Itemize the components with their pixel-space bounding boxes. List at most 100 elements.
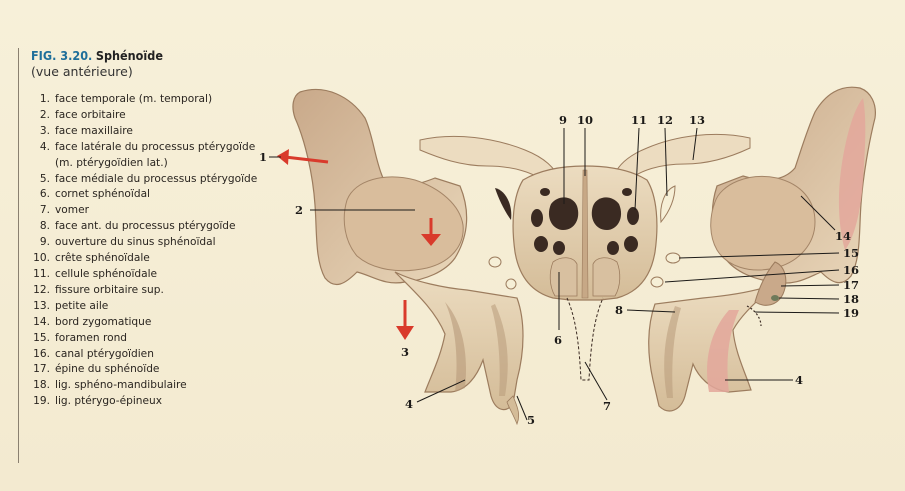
callout-16: 16 (843, 263, 859, 277)
left-sphenoid-cell-3 (553, 241, 565, 255)
right-orbital-surface (710, 176, 816, 271)
legend-item-text: cornet sphénoïdal (55, 188, 151, 201)
legend-item: 10.crête sphénoïdale (31, 251, 263, 267)
left-foramen-rotundum (488, 256, 502, 268)
legend-item-number: 18. (33, 379, 50, 392)
right-sphenoid-spine (754, 261, 787, 306)
legend-item: 1.face temporale (m. temporal) (31, 92, 263, 108)
figure-number: FIG. 3.20. (31, 48, 93, 63)
legend-item-text: foramen rond (55, 331, 128, 344)
callout-12: 12 (657, 113, 673, 127)
legend-item-text: fissure orbitaire sup. (55, 283, 164, 296)
legend-item-number: 3. (39, 124, 50, 137)
legend-item-number: 16. (33, 347, 50, 360)
callout-17: 17 (843, 278, 859, 292)
leader-12 (664, 127, 668, 197)
legend-item: 15.foramen rond (31, 331, 263, 347)
legend-item-text: vomer (55, 204, 89, 217)
leader-13 (692, 127, 698, 161)
left-hamulus (506, 395, 520, 426)
legend-item-number: 6. (39, 188, 50, 201)
leader-5 (516, 395, 528, 421)
leader-8 (626, 309, 676, 313)
right-sinus-opening (591, 197, 622, 230)
leader-11 (634, 127, 640, 211)
legend-item-number: 13. (33, 299, 50, 312)
legend-item-text: ouverture du sinus sphénoïdal (55, 236, 216, 249)
legend-item: 5.face médiale du processus ptérygoïde (31, 172, 263, 188)
right-foramen-rotundum (665, 252, 681, 264)
legend-item: 18. lig. sphéno-mandibulaire (31, 378, 263, 394)
callout-6: 6 (554, 333, 562, 347)
left-sphenoid-cell-1 (531, 209, 543, 227)
right-pterygoid-canal (650, 276, 664, 288)
sphenoid-illustration: 1 2 3 4 4 5 6 7 8 9 10 11 12 13 14 15 16… (259, 86, 876, 427)
callout-4-right: 4 (795, 373, 803, 387)
leader-16 (664, 269, 840, 283)
legend-item: 16.canal ptérygoïdien (31, 347, 263, 363)
legend-item-number: 14. (33, 315, 50, 328)
legend-item: 7. vomer (31, 203, 263, 219)
left-superior-orbital-fissure (495, 188, 512, 220)
legend-item-text: face maxillaire (55, 124, 133, 137)
callout-9: 9 (559, 113, 567, 127)
callout-8: 8 (615, 303, 623, 317)
left-sphenoidal-concha (549, 257, 578, 297)
legend-item-number: 1. (39, 93, 50, 105)
legend-item-number: 5. (39, 172, 50, 185)
leader-15 (678, 252, 840, 259)
legend-item: 17.épine du sphénoïde (31, 362, 263, 378)
legend-item: 3. face maxillaire (31, 124, 263, 140)
legend-item: 11. cellule sphénoïdale (31, 267, 263, 283)
right-superior-orbital-fissure (660, 185, 676, 224)
spheno-mandibular-ligament (771, 295, 779, 301)
leader-17 (780, 284, 840, 287)
right-body-cell-top (622, 188, 632, 196)
legend-item-number: 11. (33, 267, 50, 280)
legend-item-number: 7. (39, 204, 50, 217)
sphenoidal-crest (581, 169, 589, 299)
legend-list: 1.face temporale (m. temporal)2.face orb… (31, 92, 263, 410)
legend-item-text: bord zygomatique (55, 315, 152, 328)
leader-7 (584, 361, 608, 401)
legend-item: 14. bord zygomatique (31, 315, 263, 331)
right-lateral-plate-area (707, 310, 739, 392)
left-sinus-opening (548, 197, 579, 230)
callout-3: 3 (401, 345, 409, 359)
leader-19 (754, 311, 840, 314)
callout-11: 11 (631, 113, 647, 127)
legend-item-number: 19. (33, 395, 50, 408)
legend-item: 12.fissure orbitaire sup. (31, 283, 263, 299)
legend-item-text: crête sphénoïdale (55, 252, 150, 265)
legend-item-text: face latérale du processus ptérygoïde (m… (55, 140, 256, 169)
figure-subtitle: (vue antérieure) (31, 64, 133, 79)
right-temporal-area (838, 98, 866, 250)
legend-item-text: cellule sphénoïdale (55, 267, 158, 280)
callout-4-left: 4 (405, 397, 413, 411)
callout-5: 5 (527, 413, 535, 427)
callout-2: 2 (295, 203, 303, 217)
legend-item-number: 4. (39, 140, 50, 153)
left-orbital-surface (343, 176, 464, 272)
right-sphenoid-cell-1 (627, 207, 639, 225)
leader-18 (778, 297, 840, 300)
leader-14 (800, 195, 836, 231)
left-body-cell-top (540, 188, 550, 196)
figure-title: FIG. 3.20. Sphénoïde (31, 48, 263, 64)
figure-name: Sphénoïde (95, 48, 163, 63)
legend-item: 8.face ant. du processus ptérygoïde (31, 219, 263, 235)
legend-item: 2.face orbitaire (31, 108, 263, 124)
legend-item: 13. petite aile (31, 299, 263, 315)
legend-item-text: petite aile (55, 299, 109, 312)
left-pterygoid-canal (505, 278, 517, 290)
legend-item-text: lig. sphéno-mandibulaire (55, 379, 187, 392)
left-lateral-plate-shadow (445, 302, 467, 392)
legend-item-text: lig. ptérygo-épineux (55, 395, 162, 408)
vomer-outline (566, 297, 604, 381)
callout-14: 14 (835, 229, 851, 243)
callout-18: 18 (843, 292, 859, 306)
legend-item-number: 9. (39, 236, 50, 249)
right-sphenoidal-concha (592, 257, 621, 297)
legend-item-text: épine du sphénoïde (55, 363, 160, 376)
right-sphenoid-cell-3 (607, 241, 619, 255)
